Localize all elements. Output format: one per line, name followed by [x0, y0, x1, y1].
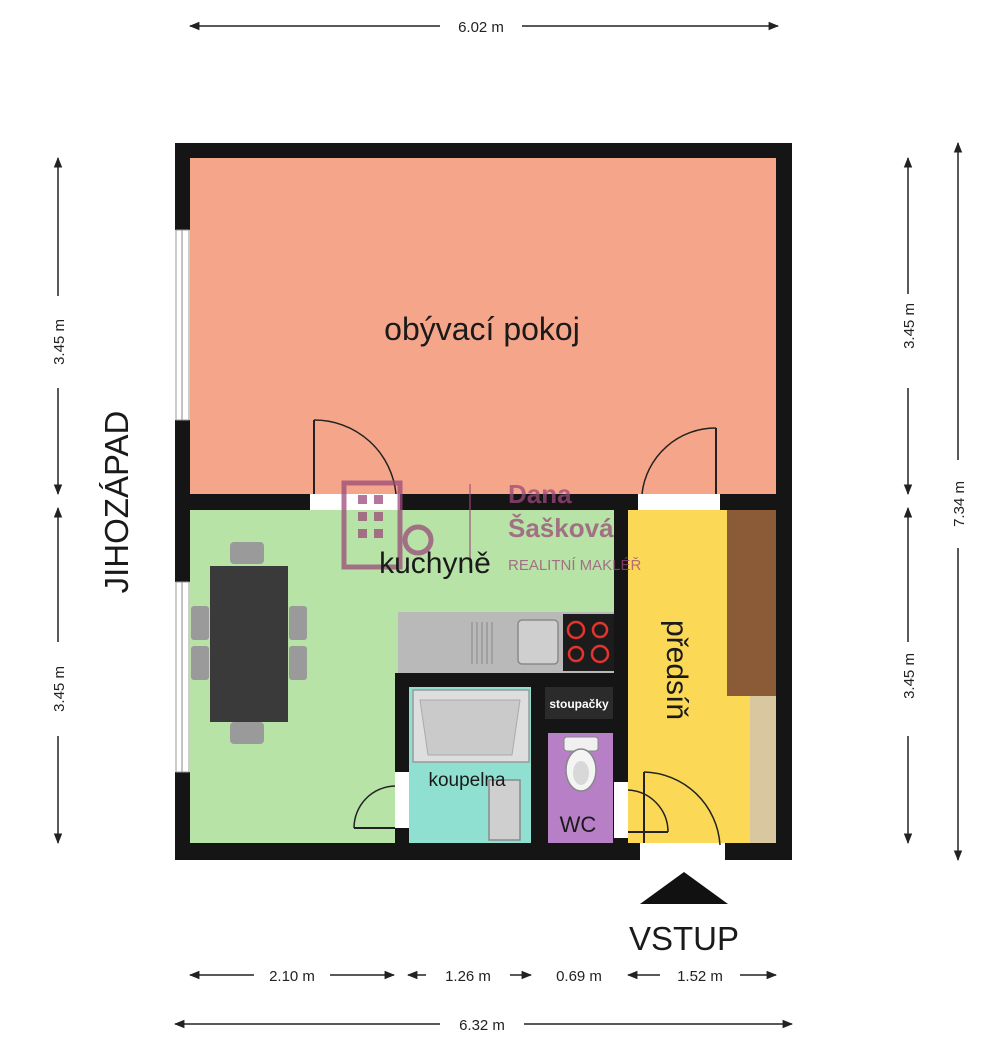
- building-logo-icon: [341, 480, 434, 570]
- room-label-living: obývací pokoj: [384, 311, 580, 347]
- watermark-name-line1: Dana: [508, 479, 572, 509]
- door-entrance: [640, 771, 725, 860]
- dimension-bottom-seg3-label: 0.69 m: [556, 968, 602, 985]
- dimension-right-lower-label: 3.45 m: [901, 653, 918, 699]
- drainboard: [471, 622, 493, 664]
- dimension-right-upper: 3.45 m: [901, 156, 918, 496]
- dimension-top-total: 6.02 m: [188, 19, 780, 36]
- bathtub: [412, 689, 530, 763]
- dimension-top-total-label: 6.02 m: [458, 19, 504, 36]
- watermark-subtitle: REALITNÍ MAKLÉŘ: [508, 557, 642, 574]
- dimension-left-lower: 3.45 m: [51, 506, 68, 845]
- orientation-label: JIHOZÁPAD: [98, 411, 135, 594]
- dimension-bottom-seg4-label: 1.52 m: [677, 968, 723, 985]
- room-label-bathroom: koupelna: [428, 770, 506, 791]
- riser-block: [545, 687, 613, 719]
- cooktop: [563, 614, 614, 671]
- dimension-bottom-seg4: 1.52 m: [626, 968, 778, 985]
- door-bathroom: [353, 772, 409, 829]
- washbasin: [488, 779, 521, 841]
- dimension-bottom-seg1: 2.10 m: [188, 968, 396, 985]
- sink: [517, 619, 559, 665]
- dimension-left-upper: 3.45 m: [51, 156, 68, 496]
- dimension-bottom-total-label: 6.32 m: [459, 1017, 505, 1034]
- window-left-lower: [175, 581, 190, 773]
- dimension-bottom-seg3: 0.69 m: [556, 968, 602, 985]
- dimension-bottom-seg2-label: 1.26 m: [445, 968, 491, 985]
- room-label-riser: stoupačky: [549, 697, 609, 711]
- room-label-kitchen: kuchyně: [379, 547, 491, 580]
- dimension-bottom-seg1-label: 2.10 m: [269, 968, 315, 985]
- dimension-right-lower: 3.45 m: [901, 506, 918, 845]
- dimension-left-upper-label: 3.45 m: [51, 319, 68, 365]
- wardrobe: [727, 510, 776, 843]
- room-label-hall: předsíň: [660, 620, 693, 720]
- dimension-right-total-label: 7.34 m: [951, 481, 968, 527]
- kitchen-counter: [398, 612, 614, 673]
- watermark-name-line2: Šašková: [508, 513, 614, 543]
- toilet: [563, 736, 599, 792]
- door-wc: [614, 782, 669, 838]
- dimension-bottom-seg2: 1.26 m: [406, 968, 533, 985]
- door-living-hall: [638, 427, 720, 510]
- dining-table: [191, 542, 307, 744]
- room-label-wc: WC: [560, 812, 597, 837]
- window-left-upper: [175, 229, 190, 421]
- dimension-left-lower-label: 3.45 m: [51, 666, 68, 712]
- dimension-bottom-total: 6.32 m: [173, 1017, 794, 1034]
- entrance-label: VSTUP: [629, 920, 739, 957]
- entrance-arrow-icon: [640, 872, 728, 904]
- dimension-right-upper-label: 3.45 m: [901, 303, 918, 349]
- dimension-right-total: 7.34 m: [951, 141, 968, 862]
- watermark: Dana Šašková REALITNÍ MAKLÉŘ: [341, 479, 642, 574]
